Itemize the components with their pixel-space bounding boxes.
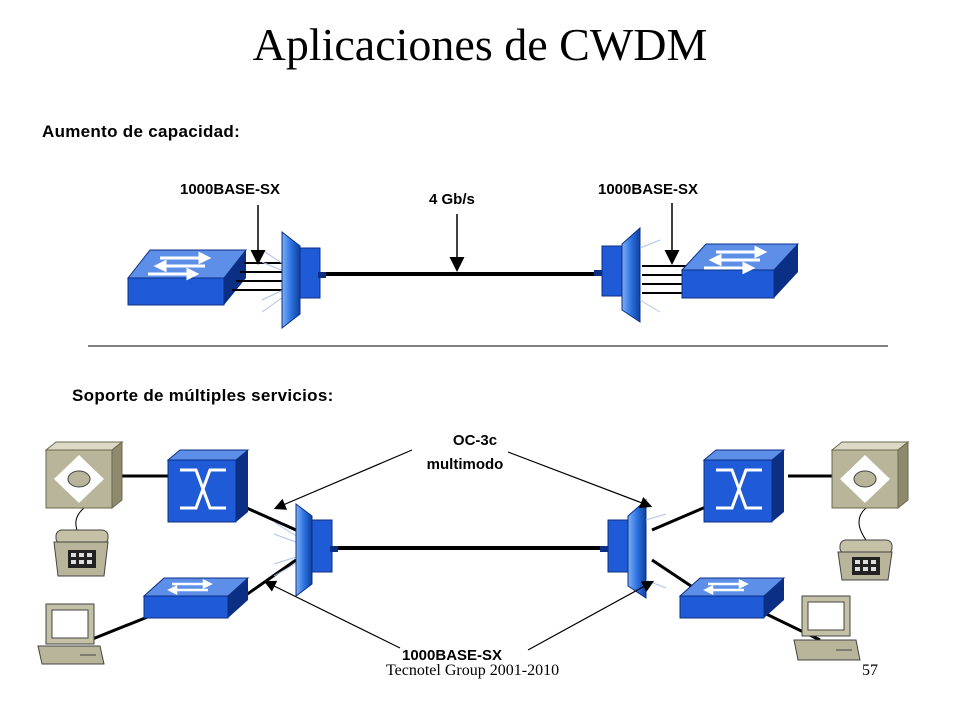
page-title: Aplicaciones de CWDM [252,19,708,70]
left-lan-switch-icon [126,249,248,306]
label-link-capacity: 4 Gb/s [429,191,475,208]
right-pbx-icon [830,440,910,510]
left-pbx-icon [44,440,124,510]
right-lan-switch-icon [680,243,800,299]
right-ethernet-switch-icon [678,577,786,619]
page-number: 57 [862,662,878,679]
label-multimodo: multimodo [426,456,504,473]
capacity-pointers [250,203,680,272]
right-atm-switch-icon [702,449,786,523]
left-phone-icon [53,529,109,577]
left-cwdm-mux-bottom-icon [273,503,338,597]
left-computer-icon [37,603,105,665]
label-right-1000base-sx: 1000BASE-SX [598,181,699,198]
label-bottom-1000base-sx: 1000BASE-SX [402,647,503,664]
right-cwdm-mux-bottom-icon [600,498,667,599]
section-title-capacity: Aumento de capacidad: [42,122,241,141]
service-pointers [263,449,655,651]
right-phone-icon [837,539,893,581]
section-title-services: Soporte de múltiples servicios: [72,386,334,405]
right-cwdm-mux-icon [594,226,661,323]
right-computer-icon [793,595,861,661]
label-left-1000base-sx: 1000BASE-SX [180,181,281,198]
left-cwdm-mux-icon [261,230,326,330]
footer-text: Tecnotel Group 2001-2010 [386,662,560,679]
label-oc3c: OC-3c [452,432,498,449]
left-ethernet-switch-icon [142,577,250,619]
left-atm-switch-icon [166,449,250,523]
